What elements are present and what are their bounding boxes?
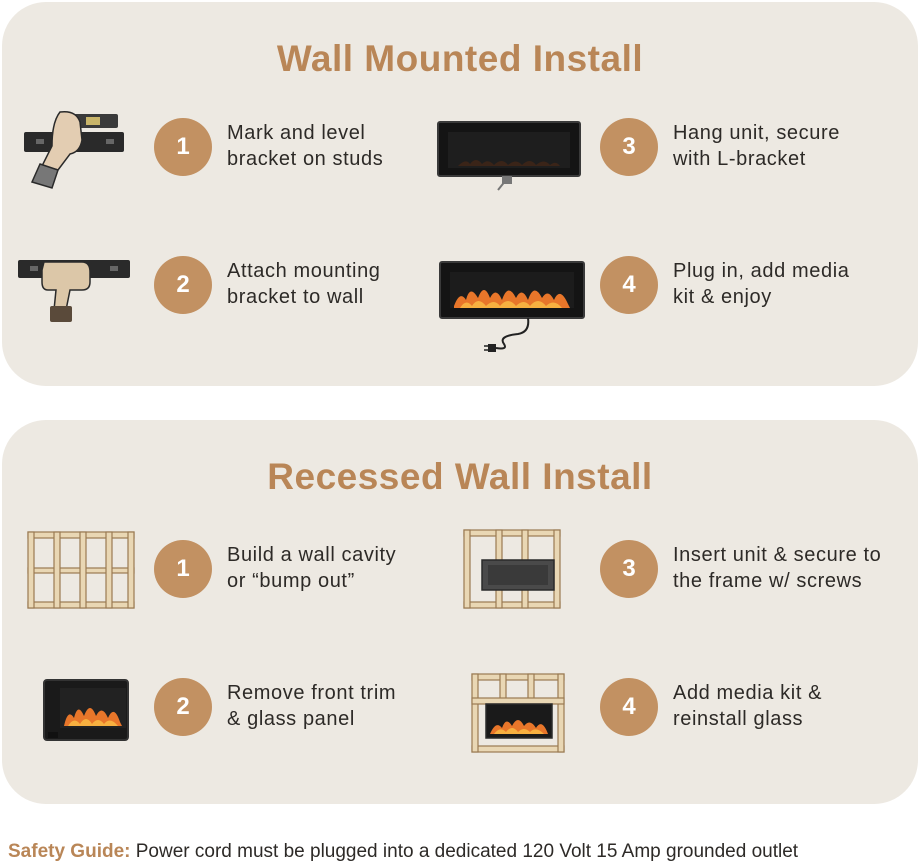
step-number-badge: 4 bbox=[600, 678, 658, 736]
wall-step-2: 2 Attach mounting bracket to wall bbox=[2, 256, 462, 322]
recessed-step-1: 1 Build a wall cavity or “bump out” bbox=[2, 531, 462, 609]
step-number-badge: 4 bbox=[600, 256, 658, 314]
step-number-badge: 2 bbox=[154, 678, 212, 736]
wood-frame-icon bbox=[27, 531, 135, 609]
recessed-wall-title: Recessed Wall Install bbox=[267, 456, 653, 497]
step-description: Build a wall cavity or “bump out” bbox=[227, 544, 397, 592]
wall-mounted-panel: Wall Mounted Install 1 Mark and level br… bbox=[2, 2, 918, 386]
step-number-badge: 3 bbox=[600, 540, 658, 598]
step-description: Add media kit & reinstall glass bbox=[673, 682, 823, 730]
wall-step-3: 3 Hang unit, secure with L-bracket bbox=[436, 118, 896, 191]
drill-bracket-icon bbox=[18, 260, 130, 322]
step-number-badge: 1 bbox=[154, 118, 212, 176]
wall-step-4: 4 Plug in, add media kit & enjoy bbox=[436, 256, 896, 352]
fireplace-plug-icon bbox=[439, 261, 585, 352]
recessed-step-4: 4 Add media kit & reinstall glass bbox=[436, 673, 896, 753]
safety-guide-note: Safety Guide: Power cord must be plugged… bbox=[8, 841, 798, 863]
step-description: Hang unit, secure with L-bracket bbox=[673, 122, 840, 170]
recessed-step-2: 2 Remove front trim & glass panel bbox=[2, 678, 462, 741]
step-number-badge: 2 bbox=[154, 256, 212, 314]
step-description: Insert unit & secure to the frame w/ scr… bbox=[673, 544, 882, 592]
safety-guide-label: Safety Guide: bbox=[8, 841, 131, 862]
recessed-wall-panel: Recessed Wall Install 1 Build a wall cav… bbox=[2, 420, 918, 804]
safety-guide-text: Power cord must be plugged into a dedica… bbox=[130, 841, 799, 862]
step-description: Remove front trim & glass panel bbox=[227, 682, 397, 730]
fireplace-box-icon bbox=[43, 679, 129, 741]
wall-mounted-title: Wall Mounted Install bbox=[276, 38, 644, 79]
recessed-step-3: 3 Insert unit & secure to the frame w/ s… bbox=[436, 529, 896, 609]
hand-level-bracket-icon bbox=[24, 110, 124, 189]
step-description: Attach mounting bracket to wall bbox=[227, 260, 381, 308]
step-description: Plug in, add media kit & enjoy bbox=[673, 260, 850, 308]
step-description: Mark and level bracket on studs bbox=[227, 122, 384, 170]
frame-fireplace-glass-icon bbox=[471, 673, 565, 753]
step-number-badge: 1 bbox=[154, 540, 212, 598]
step-number-badge: 3 bbox=[600, 118, 658, 176]
fireplace-l-bracket-icon bbox=[437, 121, 581, 191]
wall-step-1: 1 Mark and level bracket on studs bbox=[2, 110, 462, 189]
frame-insert-unit-icon bbox=[463, 529, 561, 609]
